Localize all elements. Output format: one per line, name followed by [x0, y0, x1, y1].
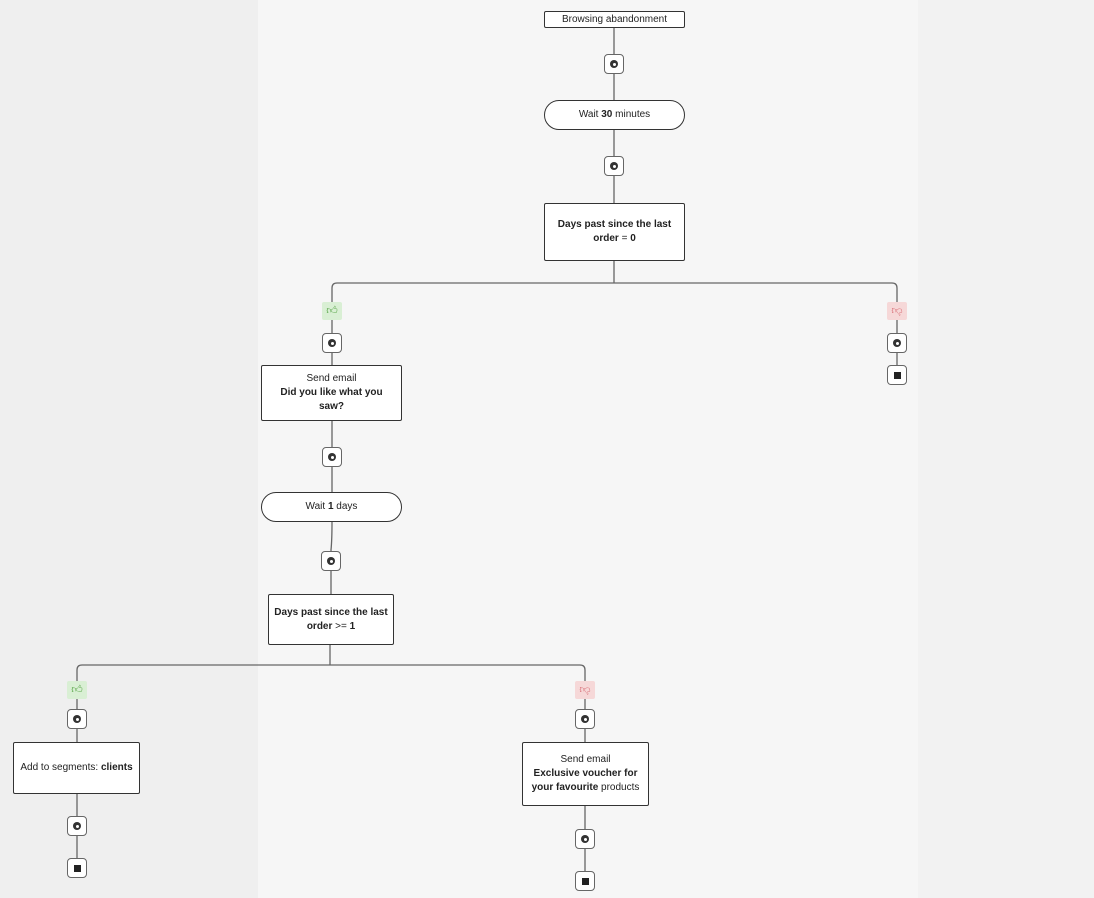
connector-condition1-split — [331, 261, 898, 302]
add-step-icon — [327, 557, 335, 565]
condition-node-last-order-ge[interactable]: Days past since the last order >= 1 — [268, 594, 394, 645]
add-step-button[interactable] — [67, 816, 87, 836]
stop-icon — [73, 864, 81, 872]
send-email-node[interactable]: Send email Did you like what you saw? — [261, 365, 402, 421]
add-step-icon — [73, 822, 81, 830]
add-step-button[interactable] — [575, 709, 595, 729]
add-step-icon — [610, 162, 618, 170]
condition-label: Days past since the last order >= 1 — [274, 606, 388, 632]
connector-wait-to-condition2 — [330, 521, 333, 594]
add-step-icon — [893, 339, 901, 347]
add-step-button[interactable] — [321, 551, 341, 571]
thumbs-down-icon: 👎︎ — [579, 684, 591, 696]
stop-icon — [581, 877, 589, 885]
branch-no-badge[interactable]: 👎︎ — [887, 302, 907, 320]
add-step-icon — [73, 715, 81, 723]
branch-yes-badge[interactable]: 👍︎ — [322, 302, 342, 320]
trigger-label: Browsing abandonment — [561, 13, 668, 25]
condition-label: Days past since the last order = 0 — [557, 219, 672, 244]
email-subject: Exclusive voucher for your favourite pro… — [531, 768, 640, 793]
wait-node-days[interactable]: Wait 1 days — [261, 492, 402, 522]
add-step-button[interactable] — [604, 54, 624, 74]
condition-node-last-order[interactable]: Days past since the last order = 0 — [544, 203, 685, 261]
end-node[interactable] — [575, 871, 595, 891]
add-step-button[interactable] — [604, 156, 624, 176]
email-title: Send email — [560, 754, 611, 765]
add-step-icon — [581, 715, 589, 723]
add-step-button[interactable] — [322, 333, 342, 353]
thumbs-up-icon: 👍︎ — [326, 305, 338, 317]
add-to-segment-node[interactable]: Add to segments: clients — [13, 742, 140, 794]
end-node[interactable] — [887, 365, 907, 385]
end-node[interactable] — [67, 858, 87, 878]
branch-no-badge[interactable]: 👎︎ — [575, 681, 595, 699]
wait-label: Wait 1 days — [305, 501, 358, 512]
add-step-icon — [610, 60, 618, 68]
email-title: Send email — [306, 373, 357, 384]
branch-yes-badge[interactable]: 👍︎ — [67, 681, 87, 699]
add-step-icon — [328, 453, 336, 461]
connector-condition2-split — [76, 645, 586, 682]
trigger-node[interactable]: Browsing abandonment — [544, 11, 685, 28]
send-email-node[interactable]: Send email Exclusive voucher for your fa… — [522, 742, 649, 806]
add-step-icon — [581, 835, 589, 843]
canvas-right-area — [918, 0, 1094, 898]
email-subject: Did you like what you saw? — [280, 387, 383, 412]
wait-label: Wait 30 minutes — [578, 109, 651, 120]
thumbs-down-icon: 👎︎ — [891, 305, 903, 317]
stop-icon — [893, 371, 901, 379]
wait-node-minutes[interactable]: Wait 30 minutes — [544, 100, 685, 130]
add-step-icon — [328, 339, 336, 347]
thumbs-up-icon: 👍︎ — [71, 684, 83, 696]
add-step-button[interactable] — [67, 709, 87, 729]
segment-label: Add to segments: clients — [20, 762, 133, 773]
add-step-button[interactable] — [322, 447, 342, 467]
add-step-button[interactable] — [887, 333, 907, 353]
add-step-button[interactable] — [575, 829, 595, 849]
